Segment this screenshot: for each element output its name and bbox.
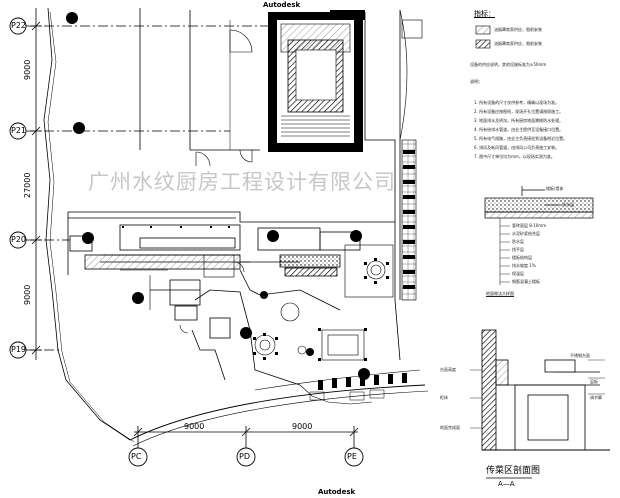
legend-note-1: 1. 所有设备的尺寸仅供参考，精确以现场为准。 [474, 100, 560, 105]
section-layer-4: 找平层 [512, 247, 524, 252]
pass-note-left-1: 台面高度 [440, 367, 456, 372]
curved-wall-left [299, 384, 373, 405]
section-layer-8: 钢筋混凝土楼板 [512, 279, 540, 284]
facade-booths [318, 373, 407, 390]
south-facade [129, 369, 429, 447]
legend-swatches [475, 25, 491, 49]
section-layer-7: 保温层 [512, 271, 524, 276]
dining-walls [150, 244, 394, 386]
section-layer-2: 水泥砂浆结合层 [512, 231, 540, 236]
door-swings [195, 29, 253, 167]
section-layer-3: 防水层 [512, 239, 524, 244]
legend-note-5: 5. 所有电气线路，由业主负责接驳到设备附近位置。 [474, 136, 568, 141]
pass-note-right-3: 调节脚 [590, 395, 602, 400]
grid-row-p22: P22 [11, 21, 27, 30]
grid-col-pe: PE [347, 452, 357, 461]
floor-section-leaders [500, 225, 510, 283]
east-strip-tiles [403, 150, 415, 289]
grid-bubbles-cols [128, 447, 364, 467]
autodesk-brand-top: Autodesk [263, 1, 301, 9]
section-layer-6: 排水坡度 1% [512, 263, 536, 268]
pass-section-subtitle: A—A [498, 480, 515, 488]
grid-row-p21: P21 [11, 126, 27, 135]
chair-marks [253, 258, 389, 361]
pass-note-left-3: 地面完成面 [440, 425, 460, 430]
grid-col-pd: PD [239, 452, 250, 461]
dim-vertical-2: 27000 [23, 172, 32, 198]
dim-horizontal-1: 9000 [184, 422, 205, 431]
legend-note-2: 2. 所有设备应按图纸，现场开孔位置请按照施工。 [474, 109, 564, 114]
legend-note-6: 6. 排风及新风管道，由排风公司负责施工安装。 [474, 145, 560, 150]
grid-col-pc: PC [131, 452, 142, 461]
dim-vertical-1: 9000 [23, 59, 32, 80]
cooking-line [240, 227, 361, 277]
kitchen-band-dots [122, 226, 230, 228]
legend-note-4: 4. 所有给排水管道，由业主提供至设备接口位置。 [474, 127, 564, 132]
autodesk-brand-bottom: Autodesk [318, 488, 356, 496]
pass-note-right-1: 不锈钢台面 [570, 353, 590, 358]
grid-row-p20: P20 [11, 235, 27, 244]
company-watermark: 广州水纹厨房工程设计有限公司 [88, 170, 396, 194]
interior-partitions [120, 254, 245, 334]
section-caption: 地面做法大样图 [486, 291, 514, 296]
horizontal-dimension-chain [133, 426, 359, 448]
pass-note-right-2: 层板 [590, 379, 598, 384]
dining-tables [254, 260, 386, 361]
section-label-a: 楼板/墙体 [546, 186, 564, 191]
legend-item-2: 油烟罩商家供应，限前安装 [494, 41, 542, 46]
section-layer-1: 瓷砖面层 8-10mm [512, 223, 547, 228]
grid-row-p19: P19 [11, 345, 27, 354]
floor-section-detail [484, 186, 594, 285]
legend-notes-intro: 设备的供应说明，其他设施标准为±50mm [470, 62, 547, 67]
facade-booth-seats [309, 389, 385, 401]
kitchen-band [67, 211, 395, 275]
pass-section-title: 传菜区剖面图 [486, 466, 541, 476]
stair-core [268, 10, 365, 152]
section-label-b: 防水层 [562, 202, 574, 207]
legend-title: 指标： [474, 10, 495, 18]
section-layer-5: 楼板结构层 [512, 255, 532, 260]
pass-section-drawing [470, 329, 610, 479]
pass-note-left-2: 柜体 [440, 395, 448, 400]
legend-item-1: 油烟罩商家供应，限前安装 [494, 27, 542, 32]
dim-vertical-3: 9000 [23, 284, 32, 305]
dim-horizontal-2: 9000 [292, 422, 313, 431]
legend-notes-title: 说明： [470, 79, 483, 84]
structural-columns [66, 12, 370, 380]
legend-note-7: 7. 图中尺寸单位均为mm，以现场实测为准。 [474, 154, 555, 159]
legend-note-3: 3. 地面排水及明沟，所有厨房地面需做防水处理。 [474, 118, 564, 123]
